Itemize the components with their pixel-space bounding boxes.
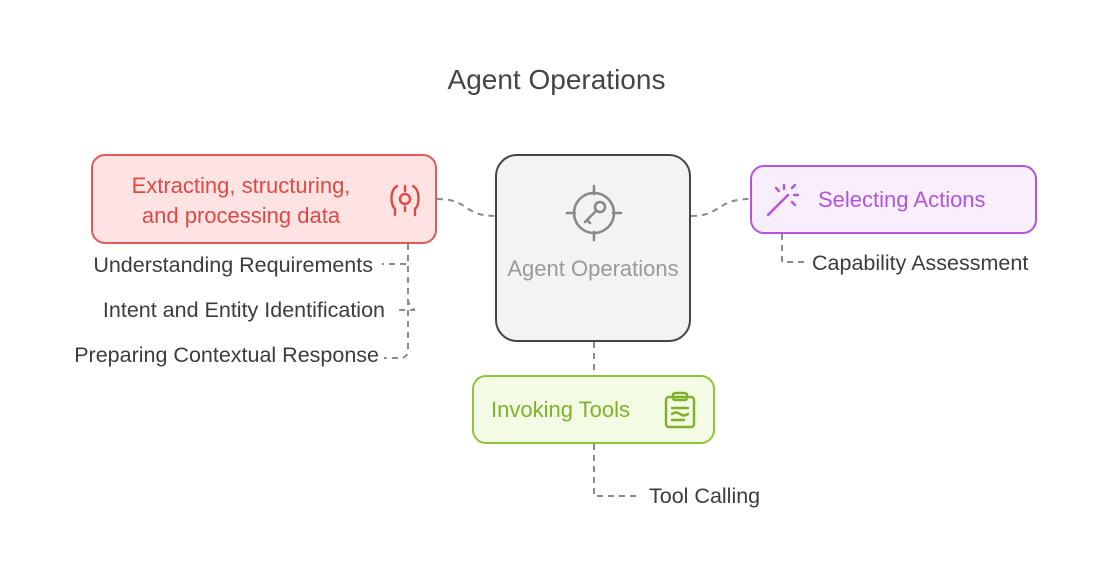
magic-wand-icon [766, 183, 800, 217]
child-tool-calling: Tool Calling [649, 484, 761, 508]
connector-center-select [690, 198, 751, 217]
node-invoke: Invoking Tools [472, 375, 715, 444]
node-center-label: Agent Operations [507, 256, 679, 281]
connector-tool-calling [593, 444, 640, 497]
child-intent-entity-identification: Intent and Entity Identification [102, 298, 385, 322]
diagram-title: Agent Operations [447, 64, 666, 95]
node-center: Agent Operations [495, 154, 691, 342]
connector-understanding [382, 244, 409, 265]
node-select-label: Selecting Actions [818, 187, 986, 212]
node-extract: Extracting, structuring, and processing … [91, 154, 437, 244]
node-invoke-label: Invoking Tools [491, 397, 631, 422]
child-preparing-contextual-response: Preparing Contextual Response [74, 343, 379, 367]
clipboard-icon [664, 391, 696, 429]
key-target-icon [565, 184, 623, 242]
connector-intent [394, 244, 416, 311]
node-select: Selecting Actions [750, 165, 1037, 234]
head-gear-icon [390, 184, 420, 217]
child-capability-assessment: Capability Assessment [812, 251, 1029, 275]
connector-capability [781, 234, 804, 263]
node-extract-label: Extracting, structuring, and processing … [131, 173, 351, 228]
child-understanding-requirements: Understanding Requirements [93, 253, 373, 277]
connector-preparing [384, 244, 409, 359]
connector-extract-center [436, 198, 497, 217]
